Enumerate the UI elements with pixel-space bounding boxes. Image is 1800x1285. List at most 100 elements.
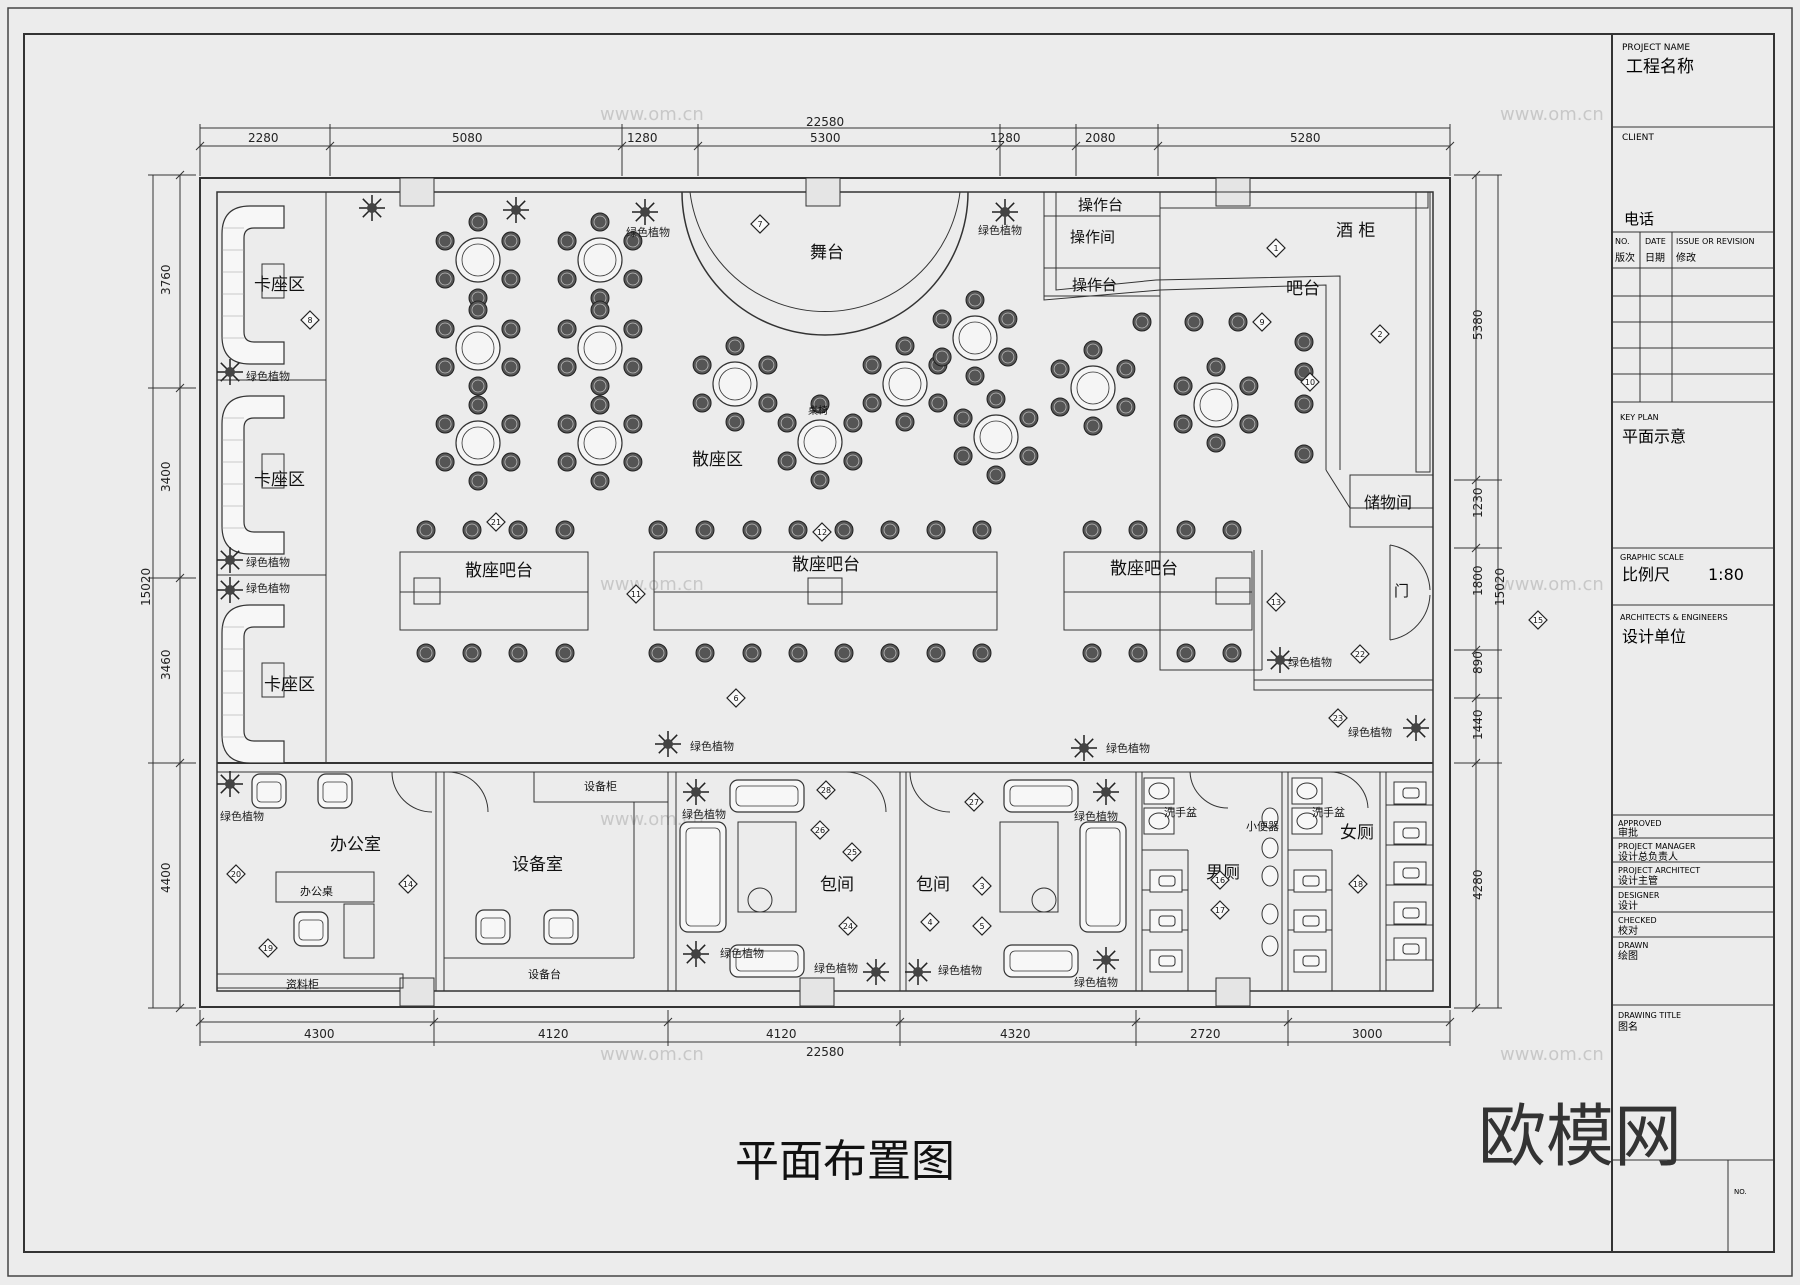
plant-label: 绿色植物 xyxy=(682,807,726,821)
marker-13: 13 xyxy=(1266,592,1286,612)
marker-27: 27 xyxy=(964,792,984,812)
phone-label: 电话 xyxy=(1624,210,1654,228)
title-block: PROJECT NAME 工程名称 CLIENT 电话 NO. DATE ISS… xyxy=(1611,34,1774,1252)
chair xyxy=(880,643,900,663)
chair xyxy=(1116,359,1136,379)
room-op-table: 操作台 xyxy=(1072,276,1117,294)
booth-sofa xyxy=(221,395,285,555)
client-en: CLIENT xyxy=(1622,133,1654,143)
marker-label: 13 xyxy=(1271,598,1281,607)
chair xyxy=(468,471,488,491)
chair xyxy=(623,231,643,251)
toilet xyxy=(1149,909,1183,933)
role-checked: 校对 xyxy=(1618,924,1638,937)
chair xyxy=(1176,643,1196,663)
label-table-chair: 桌椅 xyxy=(808,404,828,417)
dimension-lines xyxy=(152,127,1499,1043)
chair xyxy=(557,357,577,377)
chair xyxy=(810,394,830,414)
chair xyxy=(1294,332,1314,352)
plant-label: 绿色植物 xyxy=(720,946,764,960)
outer-border xyxy=(7,7,1793,1277)
sofa xyxy=(729,944,805,978)
plant-label: 绿色植物 xyxy=(1288,655,1332,669)
marker-label: 10 xyxy=(1305,378,1315,387)
chair xyxy=(965,290,985,310)
dim-top: 5300 xyxy=(810,131,841,145)
sink xyxy=(1143,777,1175,805)
chair xyxy=(843,451,863,471)
marker-8: 8 xyxy=(300,310,320,330)
marker-23: 23 xyxy=(1328,708,1348,728)
plant-icon xyxy=(863,959,889,985)
toilet xyxy=(1293,949,1327,973)
toilet xyxy=(1393,861,1427,885)
architects: 设计单位 xyxy=(1622,627,1686,646)
room-private: 包间 xyxy=(820,875,854,895)
marker-24: 24 xyxy=(838,916,858,936)
chair xyxy=(1050,397,1070,417)
marker-1: 1 xyxy=(1266,238,1286,258)
key-plan-en: KEY PLAN xyxy=(1620,413,1659,422)
chair xyxy=(590,300,610,320)
chair xyxy=(1173,376,1193,396)
plant-icon xyxy=(683,941,709,967)
plant-label: 绿色植物 xyxy=(626,225,670,239)
plant-icon xyxy=(359,195,385,221)
dimension-labels: 22580 2280 5080 1280 5300 1280 2080 5280… xyxy=(139,115,1507,1059)
marker-label: 17 xyxy=(1215,906,1225,915)
dim-top: 1280 xyxy=(990,131,1021,145)
toilet xyxy=(1393,781,1427,805)
chair xyxy=(926,643,946,663)
toilet xyxy=(1293,869,1327,893)
chair xyxy=(692,393,712,413)
plant-icon xyxy=(655,731,681,757)
marker-label: 22 xyxy=(1355,650,1365,659)
plan-title: 平面布置图 xyxy=(735,1136,955,1187)
role-pm: 设计总负责人 xyxy=(1618,850,1678,863)
marker-12: 12 xyxy=(812,522,832,542)
chair xyxy=(895,412,915,432)
chair xyxy=(468,300,488,320)
room-stage: 舞台 xyxy=(810,243,844,263)
chair xyxy=(953,408,973,428)
armchair xyxy=(475,909,511,945)
armchair xyxy=(251,773,287,809)
plant-icon xyxy=(632,199,658,225)
chair xyxy=(501,269,521,289)
sink xyxy=(1291,807,1323,835)
marker-label: 8 xyxy=(307,316,312,325)
sofa xyxy=(679,821,727,933)
marker-label: 12 xyxy=(817,528,827,537)
plant-icon xyxy=(217,771,243,797)
chair xyxy=(1019,408,1039,428)
chair xyxy=(557,231,577,251)
dim-bottom: 4300 xyxy=(304,1027,335,1041)
room-private: 包间 xyxy=(916,875,950,895)
room-booth: 卡座区 xyxy=(254,275,305,295)
room-bar-counter: 散座吧台 xyxy=(465,561,533,581)
chair xyxy=(590,395,610,415)
chair xyxy=(1116,397,1136,417)
chair xyxy=(777,413,797,433)
sink xyxy=(1291,777,1323,805)
inner-border xyxy=(23,33,1775,1253)
chair xyxy=(788,520,808,540)
chair xyxy=(695,643,715,663)
chair xyxy=(965,366,985,386)
chair xyxy=(435,452,455,472)
toilet xyxy=(1393,937,1427,961)
room-bar-counter: 散座吧台 xyxy=(792,555,860,575)
marker-7: 7 xyxy=(750,214,770,234)
marker-11: 11 xyxy=(626,584,646,604)
urinal xyxy=(1261,807,1279,829)
plant-icon xyxy=(1093,947,1119,973)
dim-right: 1230 xyxy=(1471,487,1485,518)
chair xyxy=(1173,414,1193,434)
chair xyxy=(1176,520,1196,540)
chair xyxy=(1128,520,1148,540)
chair xyxy=(758,355,778,375)
chair xyxy=(880,520,900,540)
armchair xyxy=(293,911,329,947)
